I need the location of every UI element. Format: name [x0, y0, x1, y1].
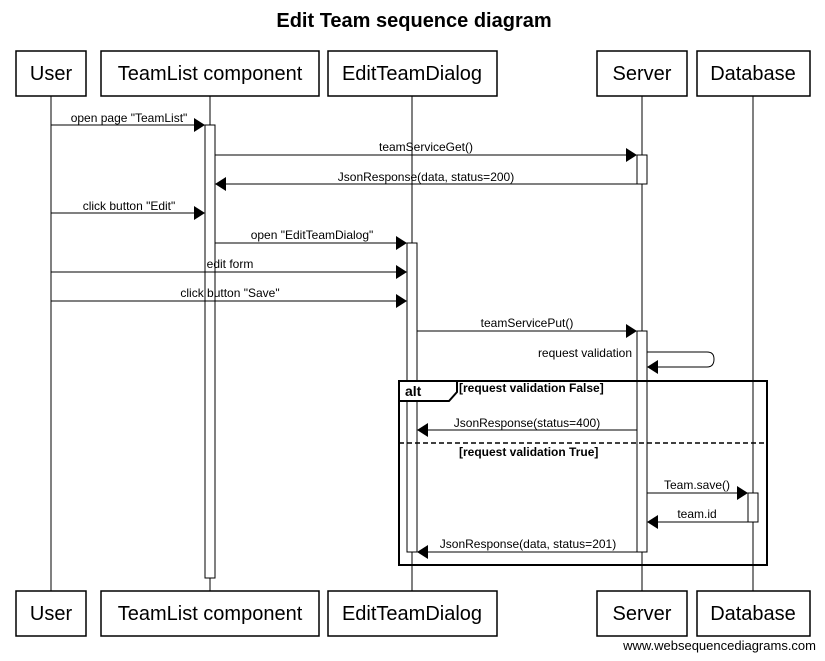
message-label: team.id [677, 507, 716, 521]
watermark-link[interactable]: www.websequencediagrams.com [622, 638, 816, 653]
participant-user-bottom: User [15, 590, 87, 637]
alt-operator: alt [405, 383, 422, 399]
participant-database-top: Database [696, 50, 811, 97]
message-team-service-get: teamServiceGet() [215, 140, 637, 162]
participant-label: TeamList component [118, 63, 303, 85]
participant-teamlist-bottom: TeamList component [100, 590, 320, 637]
message-label: JsonResponse(data, status=201) [440, 537, 616, 551]
alt-frame: alt [request validation False] [request … [398, 380, 768, 566]
activation-server-put [636, 330, 648, 553]
message-request-validation: request validation [538, 346, 715, 374]
message-label: click button "Save" [180, 286, 279, 300]
message-json-response-201: JsonResponse(data, status=201) [417, 537, 637, 559]
participant-dialog-bottom: EditTeamDialog [327, 590, 498, 637]
message-click-save: click button "Save" [51, 286, 407, 308]
message-team-service-put: teamServicePut() [417, 316, 637, 338]
message-label: edit form [207, 257, 254, 271]
participant-label: Database [710, 63, 796, 85]
alt-guard-true: [request validation True] [459, 445, 598, 459]
participant-user-top: User [15, 50, 87, 97]
participant-server-bottom: Server [596, 590, 688, 637]
activation-teamlist [204, 124, 216, 579]
message-json-response-200: JsonResponse(data, status=200) [215, 170, 637, 191]
participant-server-top: Server [596, 50, 688, 97]
participant-dialog-top: EditTeamDialog [327, 50, 498, 97]
message-edit-form: edit form [51, 257, 407, 279]
participant-database-bottom: Database [696, 590, 811, 637]
participant-label: EditTeamDialog [342, 63, 482, 85]
message-team-id: team.id [647, 507, 748, 529]
participant-label: TeamList component [118, 603, 303, 625]
message-label: open page "TeamList" [71, 111, 188, 125]
activation-server-get [636, 154, 648, 185]
participant-teamlist-top: TeamList component [100, 50, 320, 97]
message-label: JsonResponse(data, status=200) [338, 170, 514, 184]
participant-label: User [30, 603, 73, 625]
message-open-dialog: open "EditTeamDialog" [215, 228, 407, 250]
participant-label: EditTeamDialog [342, 603, 482, 625]
message-open-page: open page "TeamList" [51, 111, 205, 132]
participant-label: User [30, 63, 73, 85]
alt-guard-false: [request validation False] [459, 381, 604, 395]
activation-database [747, 492, 759, 523]
message-team-save: Team.save() [647, 478, 748, 500]
message-label: open "EditTeamDialog" [251, 228, 374, 242]
diagram-title: Edit Team sequence diagram [276, 10, 551, 32]
message-click-edit: click button "Edit" [51, 199, 205, 220]
message-label: Team.save() [664, 478, 730, 492]
message-label: click button "Edit" [83, 199, 176, 213]
message-label: teamServicePut() [481, 316, 574, 330]
participant-label: Server [613, 603, 672, 625]
message-json-response-400: JsonResponse(status=400) [417, 416, 637, 437]
participant-label: Database [710, 603, 796, 625]
message-label: request validation [538, 346, 632, 360]
participant-label: Server [613, 63, 672, 85]
message-label: teamServiceGet() [379, 140, 473, 154]
message-label: JsonResponse(status=400) [454, 416, 600, 430]
